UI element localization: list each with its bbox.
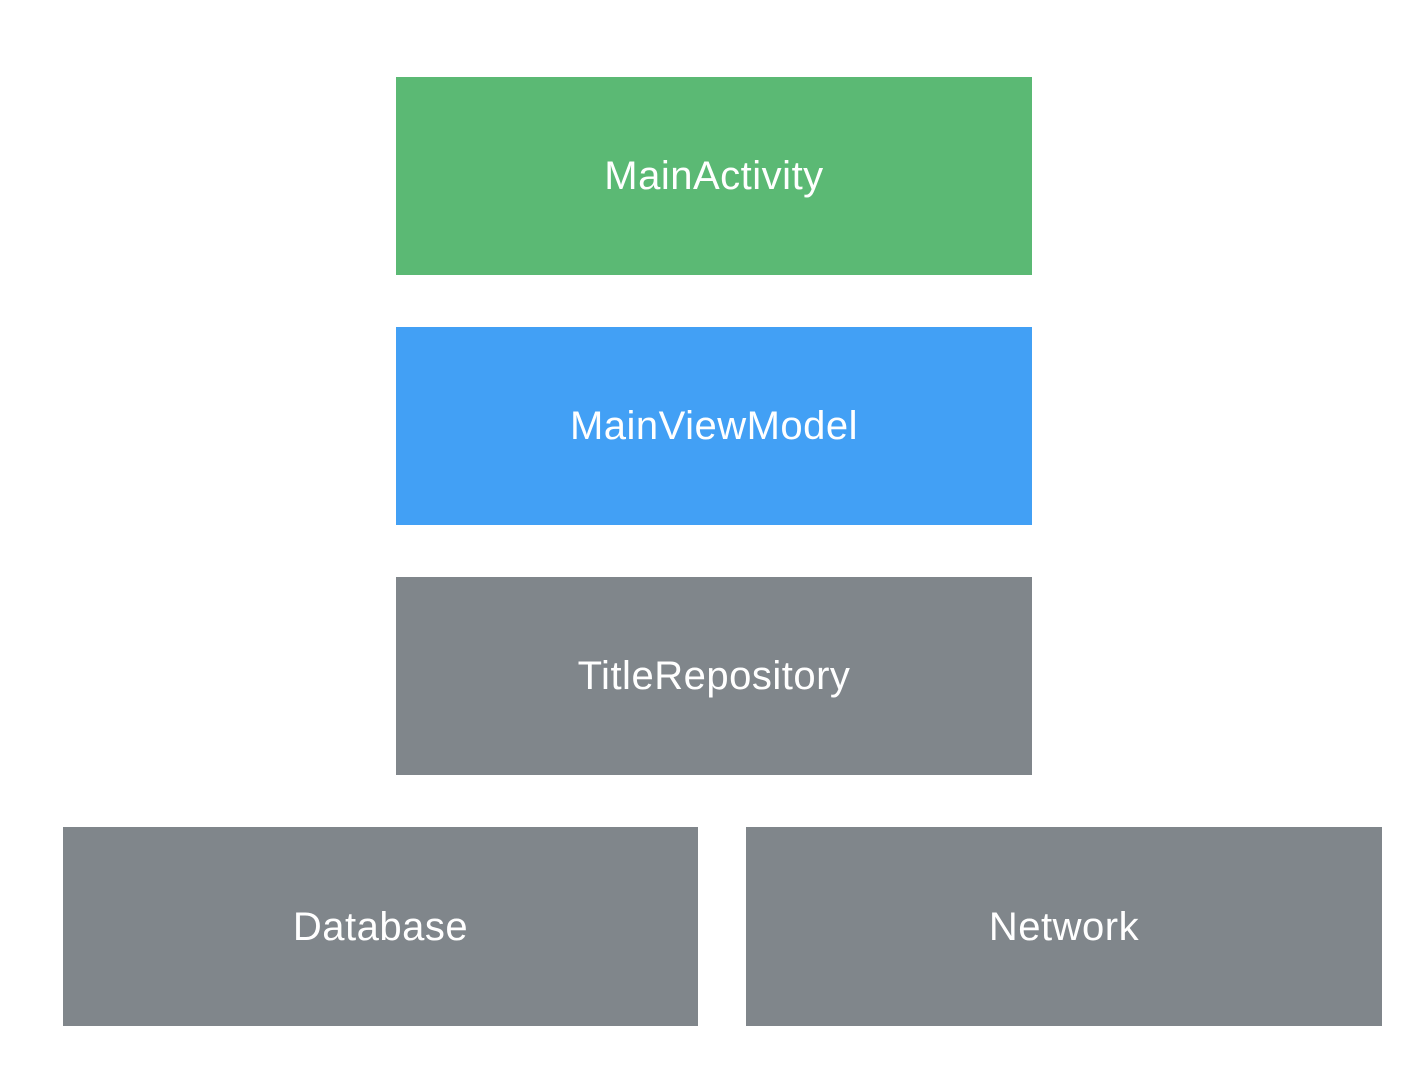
network-box: Network [746,827,1382,1026]
main-view-model-label: MainViewModel [569,404,859,448]
main-activity-box: MainActivity [396,77,1032,275]
title-repository-label: TitleRepository [577,654,851,698]
main-view-model-box: MainViewModel [396,327,1032,525]
database-label: Database [292,904,469,949]
network-label: Network [988,904,1140,949]
title-repository-box: TitleRepository [396,577,1032,775]
main-activity-label: MainActivity [604,154,824,198]
database-box: Database [63,827,698,1026]
